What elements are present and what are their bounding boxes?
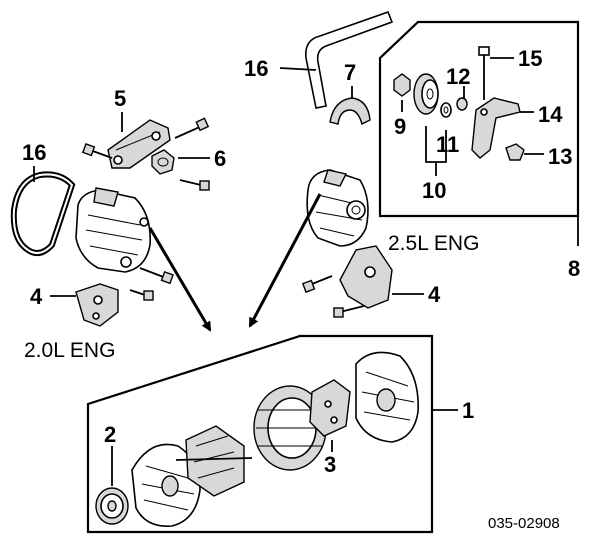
callout-4-right: 4 (428, 282, 441, 307)
alternator-25l (306, 169, 369, 247)
callout-6: 6 (214, 146, 226, 171)
callout-16-left: 16 (22, 140, 46, 165)
callout-10: 10 (422, 178, 446, 203)
callout-5: 5 (114, 86, 126, 111)
callout-7: 7 (344, 60, 356, 85)
tensioner-part-14 (471, 97, 521, 159)
bracket-part-4-left (75, 283, 119, 327)
bolt-upper-25l (301, 275, 333, 293)
bolt-part-13 (505, 143, 525, 161)
bolt-upper-left (81, 143, 113, 159)
front-housing (131, 443, 201, 527)
bolt-bracket-top (174, 117, 210, 139)
rotor (175, 425, 253, 497)
bolt-bracket4-20l (129, 289, 154, 301)
callout-1: 1 (462, 398, 474, 423)
washer-part-11 (440, 102, 452, 118)
callout-13: 13 (548, 144, 572, 169)
nut-part-6 (151, 149, 175, 175)
drive-belt-right (304, 10, 394, 109)
rectifier-part-3 (309, 379, 351, 437)
callout-14: 14 (538, 102, 563, 127)
bolt-lower-20l (139, 267, 174, 285)
stator (253, 385, 327, 471)
label-engine-25l: 2.5L ENG (388, 232, 479, 255)
rear-housing (355, 351, 419, 443)
arrow-20l (148, 227, 212, 332)
drive-belt-left (10, 171, 76, 257)
pulley-part-2 (95, 487, 129, 525)
arrow-25l (248, 193, 322, 328)
bracket-part-5 (107, 119, 171, 169)
bolt-lower-25l (333, 305, 365, 318)
pulley-part-10 (413, 73, 439, 115)
callout-15: 15 (518, 46, 542, 71)
callout-3: 3 (324, 452, 336, 477)
frame-alternator-assembly (86, 334, 434, 534)
nut-part-9 (393, 73, 411, 97)
callout-8: 8 (568, 256, 580, 281)
cover-part-7 (329, 97, 371, 126)
washer-part-12 (456, 97, 468, 111)
bolt-part-15 (478, 46, 490, 100)
callout-16-right: 16 (244, 56, 268, 81)
leader-lines (33, 57, 579, 486)
frame-25l-engine (378, 20, 580, 218)
callout-11: 11 (436, 132, 459, 157)
callout-2: 2 (104, 422, 116, 447)
figure-code: 035-02908 (488, 515, 560, 532)
callout-9: 9 (394, 114, 406, 139)
label-engine-20l: 2.0L ENG (24, 339, 115, 362)
bracket-part-4-right (339, 245, 393, 309)
callout-12: 12 (446, 64, 470, 89)
callout-4-left: 4 (30, 284, 43, 309)
bolt-middle (179, 179, 210, 191)
alternator-20l (75, 187, 152, 273)
